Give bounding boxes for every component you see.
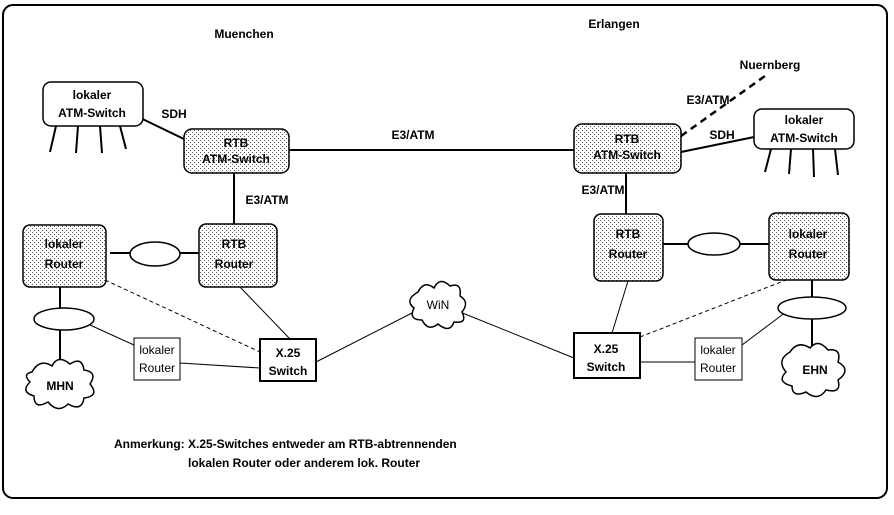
link-erl-rtb-router-x25 — [611, 280, 629, 334]
svg-text:RTB: RTB — [224, 136, 249, 150]
muc-local-atm-switch: lokaler ATM-Switch — [42, 81, 144, 127]
muc-rtb-router: RTB Router — [198, 223, 278, 288]
link-muc-lan-small-router — [89, 324, 135, 346]
label-muenchen: Muenchen — [214, 27, 273, 41]
svg-text:X.25: X.25 — [594, 342, 619, 356]
label-e3-backbone: E3/ATM — [391, 128, 434, 142]
svg-text:Switch: Switch — [269, 364, 308, 378]
svg-text:Router: Router — [789, 247, 828, 261]
atm-switch-drops-muc — [49, 125, 127, 154]
svg-text:ATM-Switch: ATM-Switch — [58, 106, 126, 120]
link-nuernberg-dashed — [680, 74, 766, 138]
erl-rtb-router: RTB Router — [593, 213, 664, 282]
svg-text:ATM-Switch: ATM-Switch — [770, 131, 838, 145]
erl-router-link-ellipse — [687, 232, 741, 256]
muc-small-local-router: lokaler Router — [133, 337, 181, 381]
label-nuernberg: Nuernberg — [740, 58, 801, 72]
ehn-cloud: EHN — [781, 342, 846, 398]
note-line-2: lokalen Router oder anderem lok. Router — [188, 456, 420, 470]
muc-x25-switch: X.25 Switch — [259, 338, 317, 382]
svg-text:lokaler: lokaler — [700, 343, 735, 357]
diagram-border — [2, 4, 888, 499]
link-erl-dashed — [639, 279, 787, 338]
label-e3-nuernberg: E3/ATM — [686, 93, 729, 107]
muc-router-link-ellipse — [129, 241, 181, 267]
muc-local-router: lokaler Router — [22, 224, 107, 288]
svg-text:RTB: RTB — [222, 237, 247, 251]
svg-text:Switch: Switch — [587, 360, 626, 374]
link-muc-x25-win — [315, 311, 415, 363]
svg-text:RTB: RTB — [616, 227, 641, 241]
erl-local-atm-switch: lokaler ATM-Switch — [753, 108, 855, 150]
label-sdh-erl: SDH — [709, 128, 734, 142]
svg-text:Router: Router — [215, 257, 254, 271]
svg-text:lokaler: lokaler — [139, 343, 174, 357]
link-muc-small-router-x25 — [179, 362, 261, 369]
muc-rtb-atm-switch: RTB ATM-Switch — [183, 128, 290, 174]
svg-text:WiN: WiN — [427, 298, 450, 312]
svg-text:lokaler: lokaler — [73, 88, 112, 102]
label-e3-erl-vertical: E3/ATM — [581, 183, 624, 197]
note-line-1: Anmerkung: X.25-Switches entweder am RTB… — [114, 437, 457, 451]
erl-small-local-router: lokaler Router — [694, 337, 743, 381]
svg-text:Router: Router — [139, 361, 175, 375]
link-erl-small-router-lan — [741, 311, 787, 346]
svg-text:ATM-Switch: ATM-Switch — [593, 148, 661, 162]
svg-text:Router: Router — [609, 247, 648, 261]
svg-text:Router: Router — [700, 361, 736, 375]
label-erlangen: Erlangen — [588, 17, 639, 31]
atm-switch-drops-erl — [764, 148, 839, 178]
link-muc-rtb-router-x25 — [239, 286, 291, 340]
svg-text:lokaler: lokaler — [45, 237, 84, 251]
svg-text:Router: Router — [45, 257, 84, 271]
erl-rtb-atm-switch: RTB ATM-Switch — [573, 123, 682, 174]
label-e3-muc-vertical: E3/ATM — [245, 193, 288, 207]
link-win-erl-x25 — [459, 311, 575, 359]
link-sdh-erl — [680, 135, 760, 153]
mhn-cloud: MHN — [25, 358, 95, 410]
svg-text:lokaler: lokaler — [785, 113, 824, 127]
svg-text:lokaler: lokaler — [789, 227, 828, 241]
svg-text:X.25: X.25 — [276, 346, 301, 360]
svg-text:MHN: MHN — [46, 379, 73, 393]
svg-text:RTB: RTB — [615, 132, 640, 146]
label-sdh-muc: SDH — [161, 107, 186, 121]
link-muc-dashed — [104, 279, 261, 353]
erl-x25-switch: X.25 Switch — [573, 332, 641, 379]
svg-text:EHN: EHN — [802, 363, 827, 377]
erl-local-router: lokaler Router — [768, 212, 850, 281]
links — [59, 74, 813, 369]
erl-lan-ellipse — [777, 296, 847, 320]
svg-text:ATM-Switch: ATM-Switch — [202, 152, 270, 166]
win-cloud: WiN — [409, 280, 467, 330]
muc-lan-ellipse — [33, 307, 95, 331]
